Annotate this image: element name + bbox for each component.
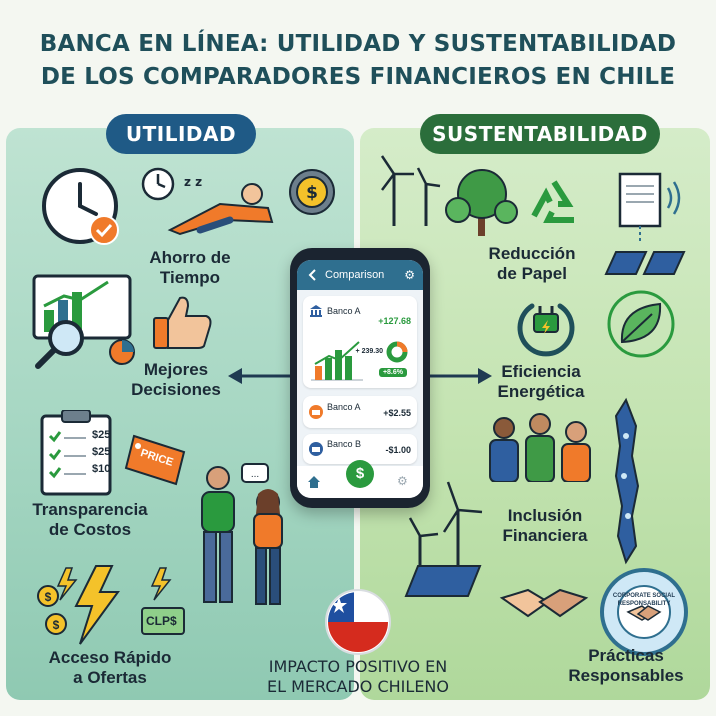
app-header: Comparison ⚙	[297, 260, 423, 290]
price-tag-icon	[124, 434, 186, 486]
coin-gear-icon: $	[289, 169, 335, 215]
smartphone: Comparison ⚙ Banco A +127.68 + 239.30 +8…	[290, 248, 430, 508]
csr-badge-label: CORPORATE SOCIAL RESPONSABILITY	[612, 593, 676, 607]
bottom-nav: $ ⚙	[297, 460, 423, 498]
svg-text:$: $	[306, 183, 318, 203]
renewable-energy-icon	[404, 481, 483, 597]
page-title: BANCA EN LÍNEA: UTILIDAD Y SUSTENTABILID…	[0, 28, 716, 94]
app-title: Comparison	[325, 269, 385, 281]
trees-icon	[445, 169, 518, 236]
bank-icon	[309, 442, 323, 456]
dollar-action-button[interactable]: $	[346, 460, 374, 488]
chile-flag-icon	[325, 589, 391, 655]
bank-name: Banco A	[327, 306, 361, 316]
people-icon: ...	[201, 463, 283, 605]
chart-change-badge: +8.6%	[378, 368, 407, 377]
gear-icon[interactable]: ⚙	[404, 268, 415, 282]
comparison-card-3[interactable]: Banco B -$1.00	[303, 434, 417, 464]
mini-chart-icon	[311, 341, 363, 381]
thumbs-up-icon	[153, 296, 212, 349]
svg-text:...: ...	[251, 469, 259, 480]
bank-icon	[309, 405, 323, 419]
handshake-icon	[499, 588, 589, 618]
csr-badge-icon	[600, 568, 688, 656]
price-list: $25 $25 $10	[92, 429, 111, 475]
title-line-2: DE LOS COMPARADORES FINANCIEROS EN CHILE	[40, 64, 676, 90]
back-chevron-icon[interactable]	[307, 269, 319, 281]
wind-turbines-icon	[380, 155, 441, 226]
analytics-monitor-icon	[32, 274, 135, 369]
digital-document-icon	[618, 172, 681, 244]
bank-amount: -$1.00	[385, 445, 411, 455]
svg-text:$: $	[53, 618, 60, 632]
arrow-left-icon	[228, 368, 290, 384]
bank-name: Banco B	[327, 439, 362, 449]
clock-icon	[42, 168, 119, 245]
bank-name: Banco A	[327, 402, 361, 412]
home-icon[interactable]	[307, 475, 321, 489]
energy-plug-icon	[517, 303, 575, 357]
bank-icon	[310, 305, 322, 317]
utilidad-header: UTILIDAD	[106, 114, 256, 154]
small-clock-icon	[141, 167, 175, 201]
diverse-people-icon	[489, 413, 591, 482]
chile-map-icon	[614, 397, 640, 565]
settings-gear-icon[interactable]: ⚙	[397, 474, 408, 488]
bank-amount: +$2.55	[383, 408, 411, 418]
donut-chart-icon	[386, 341, 408, 363]
title-line-1: BANCA EN LÍNEA: UTILIDAD Y SUSTENTABILID…	[39, 31, 677, 57]
bank-amount: +127.68	[378, 316, 411, 326]
phone-screen: Comparison ⚙ Banco A +127.68 + 239.30 +8…	[297, 260, 423, 498]
comparison-card-1[interactable]: Banco A +127.68 + 239.30 +8.6%	[303, 296, 417, 388]
solar-panels-icon	[604, 251, 686, 275]
lightning-coins-icon: $ $	[37, 565, 185, 645]
leaf-icon	[607, 290, 675, 358]
comparison-card-2[interactable]: Banco A +$2.55	[303, 396, 417, 428]
svg-text:$: $	[45, 590, 52, 604]
clipboard-icon	[40, 410, 112, 496]
arrow-right-icon	[430, 368, 492, 384]
svg-text:z z: z z	[184, 175, 202, 189]
clp-note-label: CLP$	[146, 614, 177, 628]
chart-value: + 239.30	[355, 348, 383, 355]
sustentabilidad-header: SUSTENTABILIDAD	[420, 114, 660, 154]
recycle-icon	[531, 180, 574, 223]
relaxing-person-icon: z z	[167, 175, 274, 236]
